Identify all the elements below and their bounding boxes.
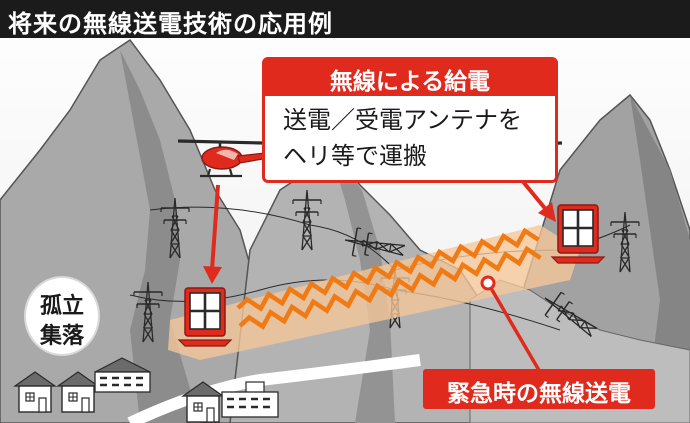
delivery-arrow — [203, 184, 222, 284]
isolated-village-label: 孤立 集落 — [24, 276, 100, 356]
mountain-center-shade — [330, 150, 395, 423]
mountain-right-shade — [630, 95, 690, 400]
emergency-pointer — [480, 275, 542, 373]
delivery-arrow — [518, 176, 556, 222]
valley-road — [127, 354, 421, 423]
zigzag-wave — [236, 227, 540, 312]
emergency-label: 緊急時の無線送電 — [423, 369, 655, 409]
callout-body-line: ヘリ等で運搬 — [283, 142, 427, 170]
emergency-label-text: 緊急時の無線送電 — [447, 381, 631, 407]
callout-body-line: 送電／受電アンテナを — [283, 106, 523, 134]
callout-header: 無線による給電 — [265, 60, 555, 96]
village-label-line: 集落 — [39, 324, 84, 349]
wireless-power-callout: 無線による給電 送電／受電アンテナを ヘリ等で運搬 — [262, 57, 558, 183]
village-label-line: 孤立 — [39, 294, 84, 319]
page-title: 将来の無線送電技術の応用例 — [8, 10, 333, 38]
school-building-icon — [94, 357, 151, 393]
school-building-icon — [221, 381, 279, 418]
zigzag-wave — [238, 245, 542, 330]
callout-title: 無線による給電 — [329, 69, 491, 95]
title-bar: 将来の無線送電技術の応用例 — [0, 0, 690, 38]
mountain-left-shade — [120, 50, 200, 423]
